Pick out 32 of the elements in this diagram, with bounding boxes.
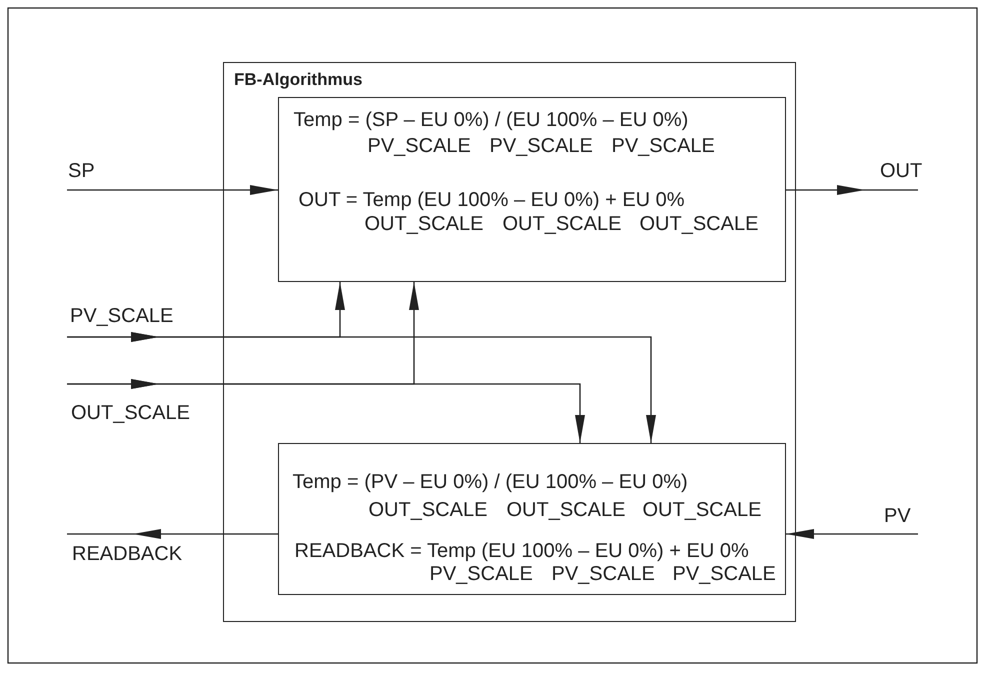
- scale-label: OUT_SCALE: [640, 212, 758, 234]
- block-heading: FB-Algorithmus: [234, 69, 362, 91]
- scale-label: OUT_SCALE: [642, 498, 762, 520]
- formula: Temp = (SP – EU 0%) / (EU 100% – EU 0%): [294, 108, 688, 130]
- signal-label: PV_SCALE: [70, 305, 174, 327]
- scale-label: PV_SCALE: [612, 134, 715, 156]
- signal-label: READBACK: [72, 543, 182, 565]
- scale-label: PV_SCALE: [490, 134, 593, 156]
- arrow: [786, 185, 918, 195]
- scale-label: OUT_SCALE: [364, 212, 484, 234]
- arrow: [67, 185, 278, 195]
- signal-label: PV: [884, 505, 911, 527]
- formula: READBACK = Temp (EU 100% – EU 0%) + EU 0%: [294, 540, 749, 562]
- arrow: [67, 332, 656, 443]
- scale-label: OUT_SCALE: [502, 212, 622, 234]
- scale-label: PV_SCALE: [552, 562, 655, 584]
- scale-label: OUT_SCALE: [506, 498, 626, 520]
- scale-label: PV_SCALE: [430, 562, 533, 584]
- scale-label: OUT_SCALE: [368, 498, 488, 520]
- calculation-box: [278, 96, 786, 282]
- formula: OUT = Temp (EU 100% – EU 0%) + EU 0%: [298, 188, 685, 210]
- signal-label: OUT_SCALE: [71, 402, 190, 424]
- scale-label: PV_SCALE: [672, 562, 776, 584]
- calculation-box: [278, 442, 786, 594]
- scale-label: PV_SCALE: [368, 134, 471, 156]
- function-block-frame: [223, 62, 796, 622]
- signal-label: SP: [68, 160, 95, 182]
- formula: Temp = (PV – EU 0%) / (EU 100% – EU 0%): [292, 470, 688, 492]
- arrow: [67, 379, 585, 443]
- arrow: [67, 529, 278, 539]
- signal-label: OUT: [880, 160, 922, 182]
- arrow: [786, 529, 918, 539]
